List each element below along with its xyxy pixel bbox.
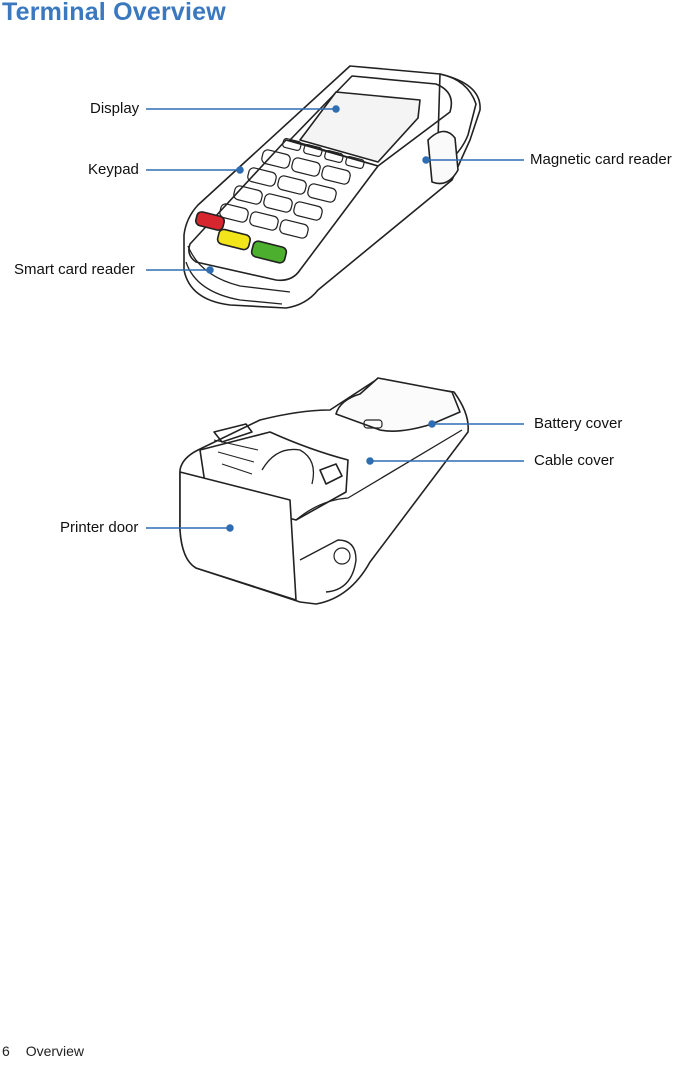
enter-key [250,240,288,264]
cancel-key [194,211,226,231]
clear-key [216,228,251,251]
section-name: Overview [25,1043,85,1059]
terminal-front-illustration [183,65,481,309]
callout-display: Display [90,100,140,117]
callout-battery-cover: Battery cover [534,415,623,432]
page-title: Terminal Overview [2,0,226,26]
page-number: 6 [2,1043,10,1059]
terminal-rear-illustration [179,377,470,605]
page-footer: 6 Overview [2,1043,84,1059]
callout-keypad: Keypad [88,161,139,178]
callout-printer-door: Printer door [60,519,139,536]
callout-cable-cover: Cable cover [534,452,615,469]
callout-magnetic-card-reader: Magnetic card reader [530,151,672,168]
callout-smart-card-reader: Smart card reader [14,261,135,278]
